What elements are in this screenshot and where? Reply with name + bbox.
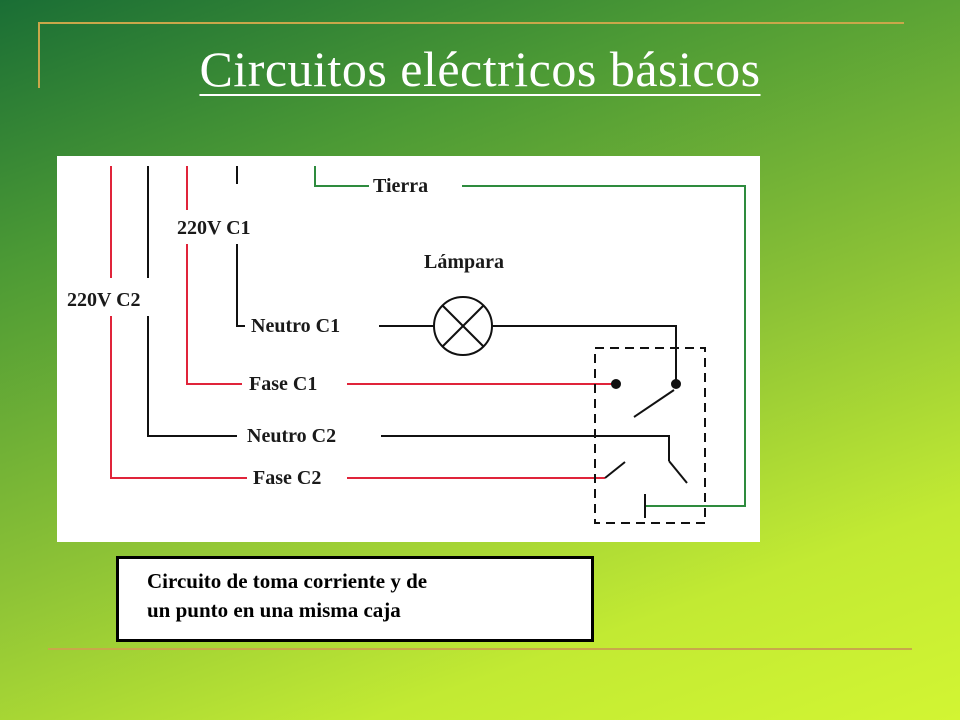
light-switch-symbol <box>611 379 681 418</box>
tierra-wire-run <box>462 185 746 507</box>
top-rule <box>40 22 904 24</box>
socket-symbol <box>604 460 688 484</box>
neutro-c2-wire-down <box>147 316 237 437</box>
neutro-c1-wire-down <box>236 244 245 327</box>
fase-c1-wire-down <box>186 244 242 385</box>
neutro-c2-label: Neutro C2 <box>247 425 336 447</box>
feed-c1-label: 220V C1 <box>177 217 251 239</box>
junction-box <box>594 347 706 524</box>
bottom-rule <box>48 648 912 650</box>
left-rule <box>38 22 40 88</box>
caption-text: Circuito de toma corriente y de un punto… <box>147 569 428 622</box>
fase-c2-label: Fase C2 <box>253 467 321 489</box>
fase-c2-wire-down <box>110 316 247 479</box>
tierra-label: Tierra <box>373 175 428 197</box>
lamp-label: Lámpara <box>424 251 504 273</box>
caption-box: Circuito de toma corriente y de un punto… <box>116 556 594 642</box>
slide-title: Circuitos eléctricos básicos <box>199 41 761 97</box>
neutro-c2-to-socket <box>381 435 670 461</box>
fase-c1-label: Fase C1 <box>249 373 317 395</box>
feed-c2-label: 220V C2 <box>67 289 141 311</box>
lamp-symbol <box>433 296 493 356</box>
neutro-c1-label: Neutro C1 <box>251 315 340 337</box>
lamp-to-switch-wire <box>492 325 677 384</box>
circuit-diagram: Tierra 220V C1 220V C2 Lámpara Neutro C1… <box>57 156 760 542</box>
tierra-wire <box>314 166 369 187</box>
